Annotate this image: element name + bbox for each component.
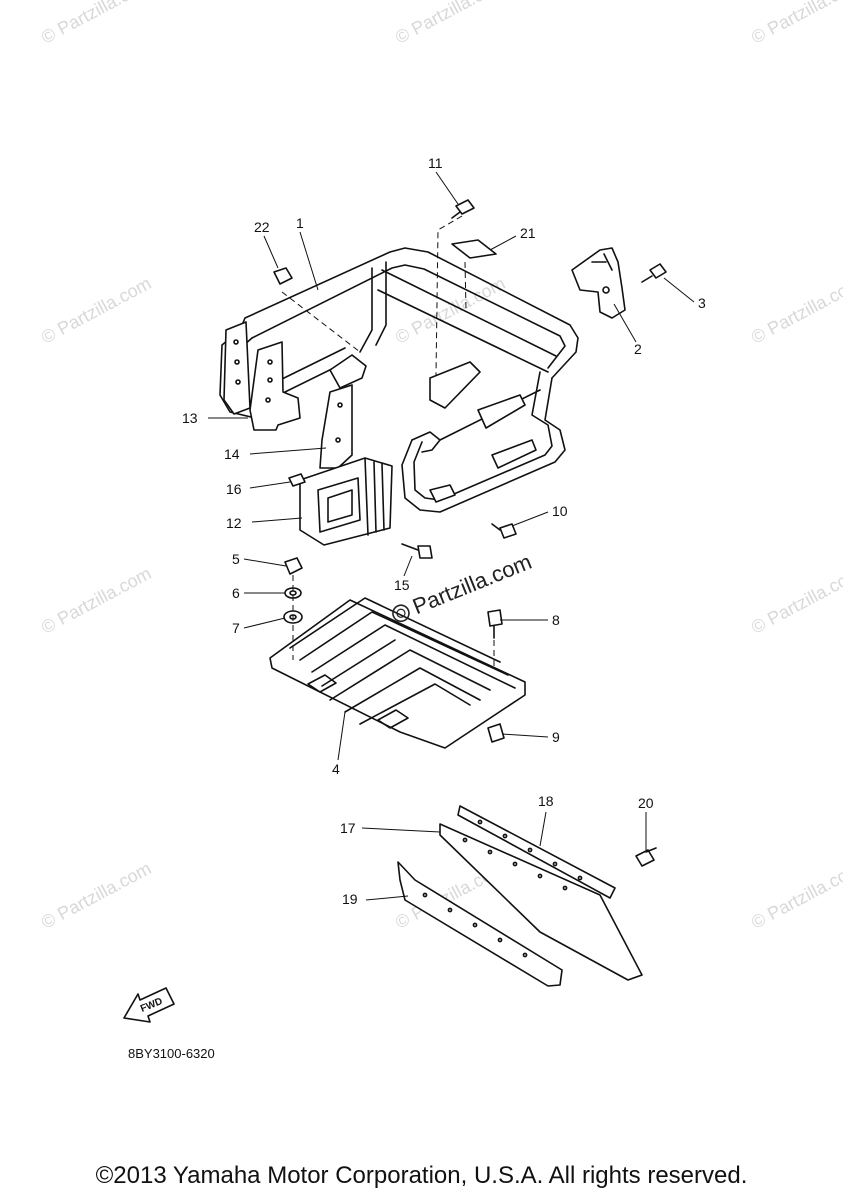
skid-plate-part bbox=[269, 597, 526, 749]
callout-20: 20 bbox=[638, 795, 654, 811]
stay-bracket-part bbox=[319, 384, 353, 469]
callout-8: 8 bbox=[552, 612, 560, 628]
callout-16: 16 bbox=[226, 481, 242, 497]
bolt-part bbox=[487, 609, 503, 639]
latch-part bbox=[571, 247, 626, 319]
callout-7: 7 bbox=[232, 620, 240, 636]
rack-frame-part bbox=[219, 247, 579, 513]
side-plate-part bbox=[249, 341, 301, 431]
callout-17: 17 bbox=[340, 820, 356, 836]
callout-3: 3 bbox=[698, 295, 706, 311]
label-part bbox=[451, 239, 497, 259]
callout-14: 14 bbox=[224, 446, 240, 462]
svg-text:Partzilla.com: Partzilla.com bbox=[409, 549, 535, 619]
callout-22: 22 bbox=[254, 219, 270, 235]
mud-flap-parts bbox=[397, 805, 643, 987]
callout-2: 2 bbox=[634, 341, 642, 357]
rear-panel-part bbox=[299, 457, 393, 546]
nut-part bbox=[284, 557, 303, 575]
bolt-part bbox=[641, 263, 667, 283]
bolt-part bbox=[491, 523, 517, 539]
nut-part bbox=[273, 267, 293, 285]
callout-15: 15 bbox=[394, 577, 410, 593]
bolt-part bbox=[401, 543, 433, 559]
callout-5: 5 bbox=[232, 551, 240, 567]
callout-9: 9 bbox=[552, 729, 560, 745]
callout-19: 19 bbox=[342, 891, 358, 907]
nut-part bbox=[288, 473, 306, 487]
forward-arrow-icon: FWD bbox=[123, 987, 175, 1023]
callout-11: 11 bbox=[428, 155, 443, 171]
callout-12: 12 bbox=[226, 515, 242, 531]
callout-6: 6 bbox=[232, 585, 240, 601]
callout-18: 18 bbox=[538, 793, 554, 809]
callout-21: 21 bbox=[520, 225, 536, 241]
callout-10: 10 bbox=[552, 503, 568, 519]
callout-4: 4 bbox=[332, 761, 340, 777]
rivet-part bbox=[635, 847, 657, 867]
callout-1: 1 bbox=[296, 215, 304, 231]
copyright-notice: ©2013 Yamaha Motor Corporation, U.S.A. A… bbox=[95, 1162, 748, 1189]
bolt-part bbox=[451, 199, 475, 219]
reference-code: 8BY3100-6320 bbox=[128, 1046, 215, 1061]
nut-part bbox=[487, 723, 505, 743]
callout-13: 13 bbox=[182, 410, 198, 426]
